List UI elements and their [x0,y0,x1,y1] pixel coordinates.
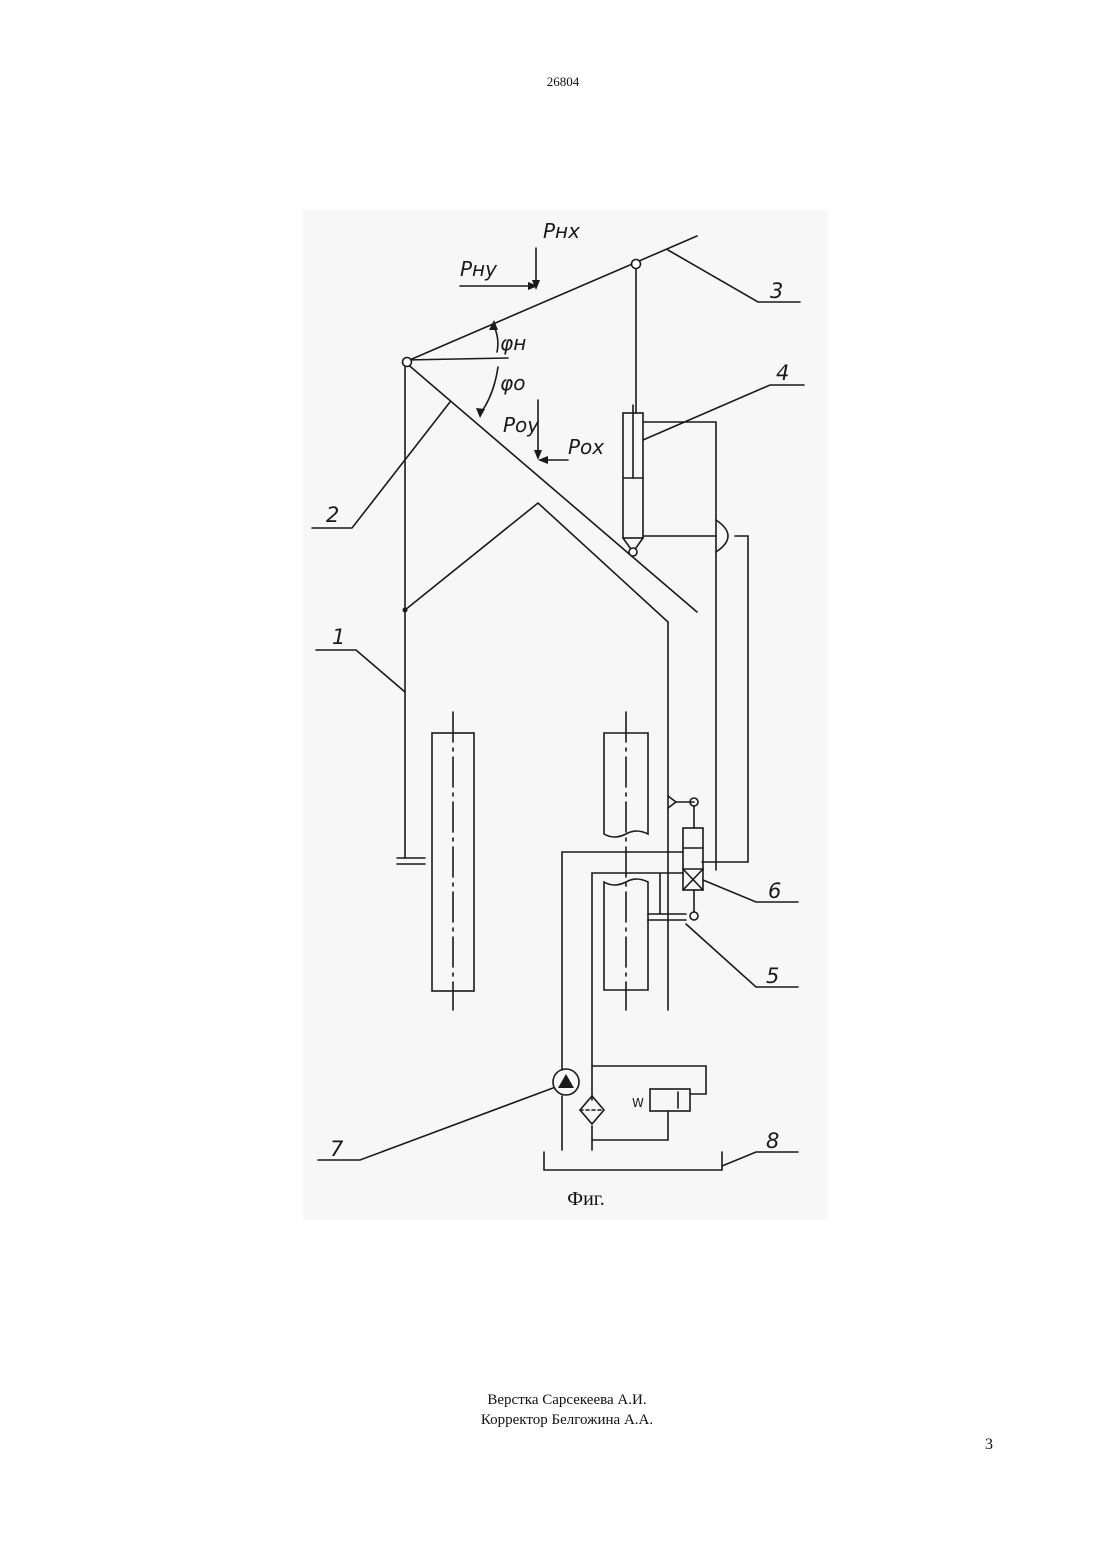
force-label-pox: Pох [568,435,604,459]
callout-8: 8 [766,1129,779,1153]
callout-6: 6 [768,879,781,903]
angle-label-phi-o: φо [500,371,525,395]
callout-4: 4 [776,361,789,385]
callout-7: 7 [330,1137,344,1161]
corrector-credit: Корректор Белгожина А.А. [0,1410,1100,1430]
main-pivot [403,358,412,367]
leader-5 [686,924,798,987]
arrowhead-poy [534,450,542,460]
layout-credit: Верстка Сарсекеева А.И. [0,1390,1100,1410]
callout-2: 2 [326,503,339,527]
distribution-valve-6 [683,828,703,890]
arrowhead-pox [538,456,548,464]
upper-pivot [632,260,641,269]
upper-boom [405,236,697,362]
leader-4 [643,385,804,440]
mast-node [403,608,408,613]
callout-1: 1 [332,625,345,649]
pipe-crossover [716,520,728,552]
force-label-pny: Pну [460,257,498,281]
relief-drain [592,1111,668,1140]
pump-arrow [558,1074,574,1088]
relief-valve [650,1089,690,1111]
credits-block: Верстка Сарсекеева А.И. Корректор Белгож… [0,1390,1100,1430]
page-number: 3 [985,1436,993,1454]
roof-structure [405,503,668,1010]
sensor-contact-bottom [690,912,698,920]
horizontal-reference [405,358,508,360]
force-label-pnx: Pнх [543,219,580,243]
spring-label: W [632,1096,644,1110]
callout-5: 5 [766,964,779,988]
leader-8 [722,1152,798,1166]
sensor-triangle [668,796,676,808]
pressure-line [562,852,683,1070]
arrowhead-phi-o [476,408,485,418]
angle-arc-phi-o [480,367,498,414]
pipe-right [702,536,748,862]
leader-6 [703,880,798,902]
figure-caption: Фиг. [0,1188,1100,1211]
cylinder-pivot [629,548,637,556]
leader-1 [316,650,405,692]
relief-branch [592,1066,706,1094]
force-label-poy: Pоу [503,413,540,437]
leader-7 [318,1088,553,1160]
angle-label-phi-n: φн [500,331,526,355]
callout-3: 3 [770,279,783,303]
tank-8 [544,1152,722,1170]
